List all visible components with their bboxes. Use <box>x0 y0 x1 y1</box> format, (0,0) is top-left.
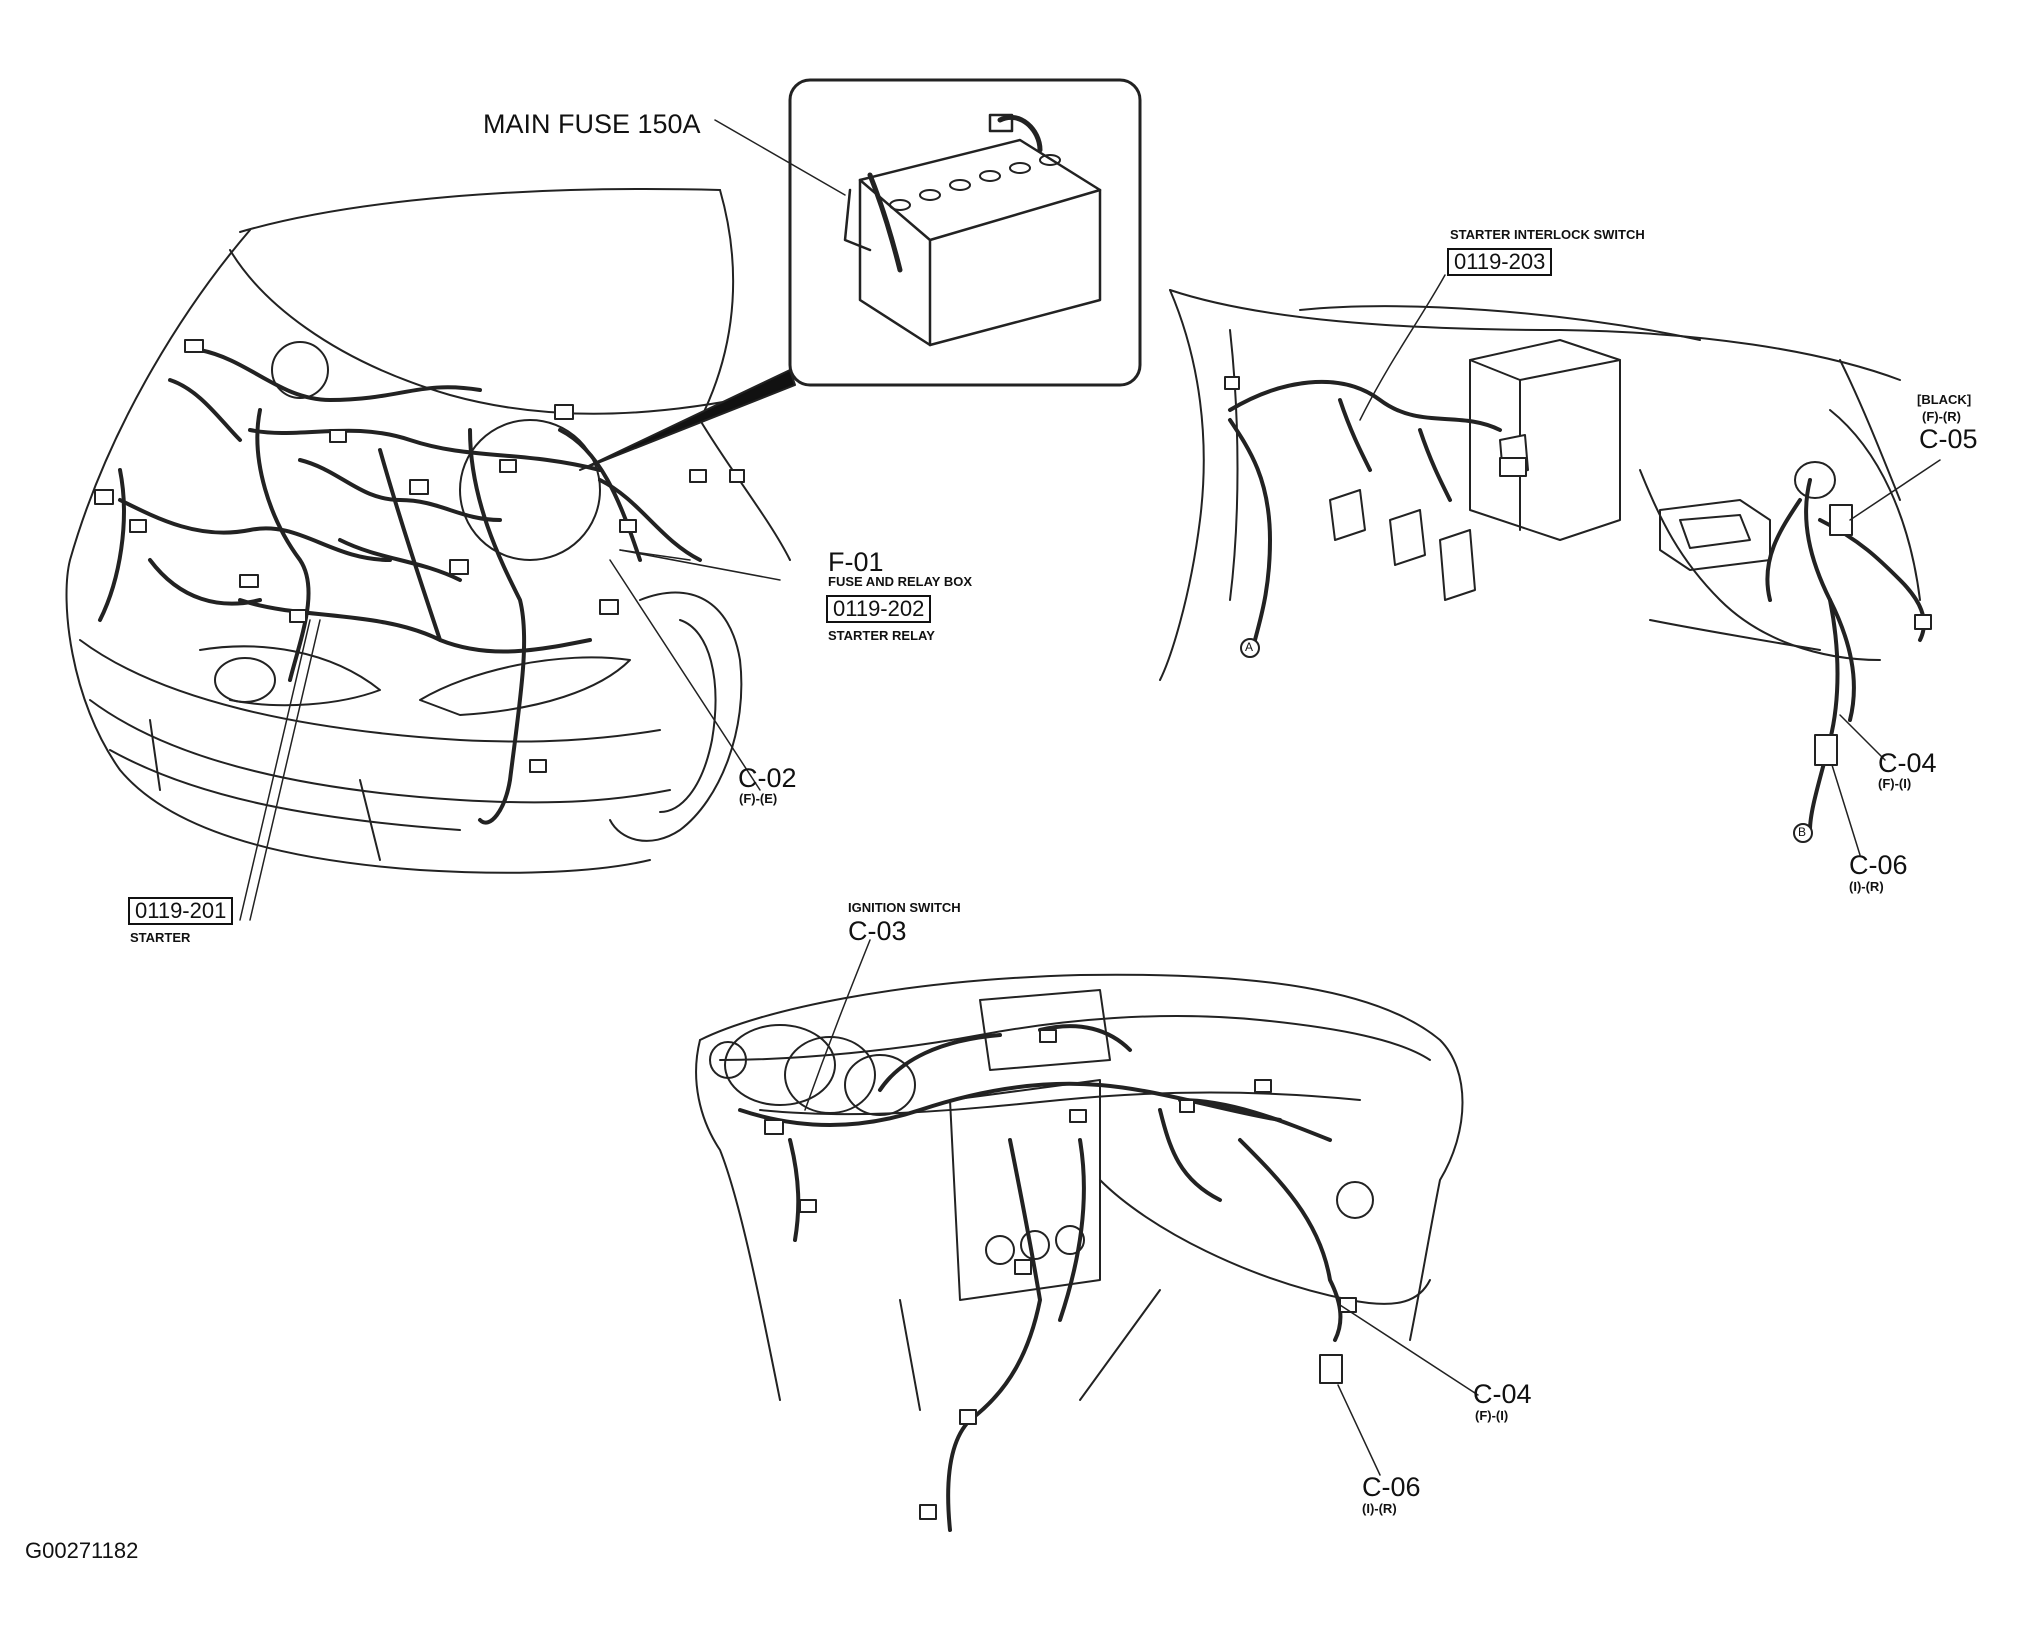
c03-label: C-03 <box>848 916 907 946</box>
marker-b: B <box>1798 825 1807 839</box>
fuse-relay-box-label: FUSE AND RELAY BOX <box>828 574 972 589</box>
engine-bay-illustration <box>65 188 796 921</box>
c06-right-pin-label: (I)-(R) <box>1849 879 1884 894</box>
battery-inset <box>714 78 1142 387</box>
c06-bottom-label: C-06 <box>1362 1472 1421 1502</box>
interlock-code-box: 0119-203 <box>1447 248 1553 276</box>
c06-right-label: C-06 <box>1849 850 1908 880</box>
c05-label: C-05 <box>1919 424 1978 454</box>
f01-label: F-01 <box>828 547 884 577</box>
c04-right-pin-label: (F)-(I) <box>1878 776 1912 791</box>
relay-code-box: 0119-202 <box>826 595 932 623</box>
c02-pin-label: (F)-(E) <box>739 791 778 806</box>
c04-right-label: C-04 <box>1878 748 1937 778</box>
footwell-illustration <box>1159 274 1941 856</box>
marker-a: A <box>1245 640 1254 654</box>
starter-interlock-switch-label: STARTER INTERLOCK SWITCH <box>1450 227 1645 242</box>
c04-bottom-label: C-04 <box>1473 1379 1532 1409</box>
starter-relay-label: STARTER RELAY <box>828 628 935 643</box>
c06-bottom-pin-label: (I)-(R) <box>1362 1501 1397 1516</box>
figure-id: G00271182 <box>25 1538 139 1563</box>
c04-bottom-pin-label: (F)-(I) <box>1475 1408 1509 1423</box>
main-fuse-label: MAIN FUSE 150A <box>483 109 701 139</box>
dashboard-illustration <box>695 939 1479 1532</box>
black-label: [BLACK] <box>1917 392 1972 407</box>
c02-label: C-02 <box>738 763 797 793</box>
c05-pin-label: (F)-(R) <box>1922 409 1961 424</box>
starter-code-box: 0119-201 <box>128 897 234 925</box>
ignition-switch-label: IGNITION SWITCH <box>848 900 961 915</box>
starter-label: STARTER <box>130 930 191 945</box>
